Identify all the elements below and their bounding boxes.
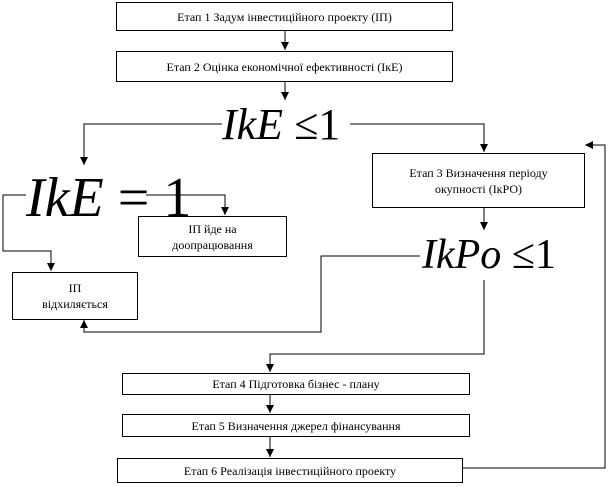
arrow-ikpo-to-s4 bbox=[266, 280, 485, 372]
stage-4-box: Етап 4 Підготовка бізнес - плану bbox=[122, 373, 470, 395]
condition-ike-le-1: IkE ≤1 bbox=[222, 100, 341, 149]
arrow-ikpo-to-rejected bbox=[80, 255, 420, 333]
stage-3-box: Етап 3 Визначення періоду окупності (ІкР… bbox=[372, 153, 585, 208]
rework-box: ІП йде на доопрацювання bbox=[138, 216, 287, 257]
arrow-s6-feedback-to-s3 bbox=[463, 141, 606, 469]
condition-ikpo-le-1: IkPo ≤1 bbox=[422, 232, 556, 278]
rejected-box: ІП відхиляється bbox=[12, 272, 138, 320]
stage-5-box: Етап 5 Визначення джерел фінансування bbox=[122, 414, 470, 437]
arrow-condition-left bbox=[80, 123, 222, 165]
arrow-eq-to-rejected bbox=[2, 194, 55, 271]
stage-1-box: Етап 1 Задум інвестиційного проекту (ІП) bbox=[116, 2, 453, 31]
stage-2-box: Етап 2 Оцінка економічної ефективності (… bbox=[116, 51, 453, 82]
stage-6-box: Етап 6 Реалізація інвестиційного проекту bbox=[117, 458, 463, 483]
condition-ike-eq-1: IkE = 1 bbox=[26, 167, 192, 229]
arrow-condition-right bbox=[350, 123, 488, 152]
arrow-eq-to-rework bbox=[146, 194, 229, 215]
